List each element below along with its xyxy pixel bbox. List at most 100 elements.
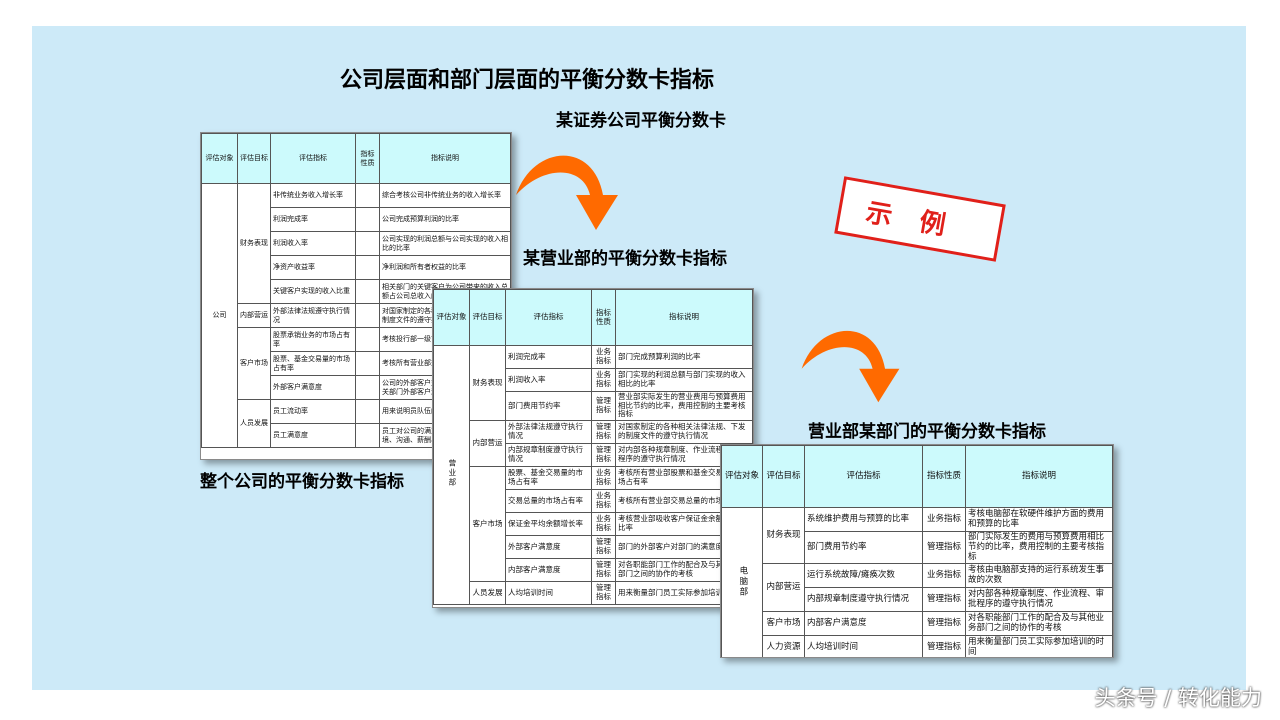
indicator-nature-cell: 业务指标	[922, 507, 966, 532]
indicator-cell: 股票承销业务的市场占有率	[270, 327, 356, 352]
indicator-nature-cell	[355, 279, 380, 304]
evaluation-goal-cell: 内部营运	[237, 303, 271, 328]
indicator-cell: 股票、基金交易量的市场占有率	[505, 465, 592, 490]
indicator-cell: 关键客户实现的收入比重	[270, 279, 356, 304]
indicator-cell: 外部法律法规遵守执行情况	[270, 303, 356, 328]
indicator-description-cell: 部门实现的利润总额与部门实现的收入相比的比率	[615, 368, 753, 392]
indicator-cell: 系统维护费用与预算的比率	[804, 507, 923, 532]
table-row: 电脑部财务表现系统维护费用与预算的比率业务指标考核电脑部在软硬件维护方面的费用和…	[721, 506, 1113, 657]
indicator-nature-cell: 业务指标	[591, 511, 616, 536]
indicator-cell: 交易总量的市场占有率	[505, 488, 592, 513]
evaluation-goal-cell: 人员发展	[237, 399, 271, 448]
indicator-cell: 部门费用节约率	[804, 530, 923, 565]
evaluation-goal-cell: 内部营运	[762, 563, 805, 613]
header-cell: 评估指标	[270, 133, 356, 184]
evaluation-object-text: 电脑部	[737, 566, 748, 598]
evaluation-object-text: 公司	[212, 311, 227, 320]
indicator-cell: 运行系统故障/瘫痪次数	[804, 563, 923, 589]
header-cell: 指标说明	[615, 289, 753, 346]
header-cell: 评估对象	[721, 445, 763, 508]
table-row: 客户市场股票、基金交易量的市场占有率业务指标考核所有营业部股票和基金交易量的市场…	[434, 465, 753, 582]
indicator-description-cell: 对国家制定的各种相关法律法规、下发的制度文件的遵守执行情况	[615, 419, 753, 444]
indicator-nature-cell: 业务指标	[922, 563, 966, 589]
indicator-cell: 部门费用节约率	[505, 391, 592, 421]
indicator-description-cell: 对内部各种规章制度、作业流程、审批程序的遵守执行情况	[965, 587, 1113, 613]
header-cell: 评估指标	[804, 445, 923, 508]
label-company-card: 整个公司的平衡分数卡指标	[200, 472, 404, 492]
evaluation-goal-cell: 客户市场	[469, 465, 506, 582]
curved-arrow-icon	[516, 155, 618, 230]
indicator-nature-cell	[355, 303, 380, 328]
evaluation-object-cell: 电脑部	[721, 506, 763, 657]
branch-card-table: 评估对象 评估目标 评估指标 指标性质 指标说明 营业部财务表现利润完成率业务指…	[433, 289, 753, 605]
label-securities-card: 某证券公司平衡分数卡	[556, 111, 726, 131]
indicator-cell: 利润收入率	[505, 368, 592, 392]
indicator-description-cell: 用来衡量部门员工实际参加培训的时间	[965, 635, 1113, 657]
indicator-description-cell: 综合考核公司非传统业务的收入增长率	[379, 183, 511, 208]
dept-card-table: 评估对象 评估目标 评估指标 指标性质 指标说明 电脑部财务表现系统维护费用与预…	[721, 445, 1113, 657]
indicator-cell: 内部规章制度遵守执行情况	[804, 587, 923, 613]
indicator-nature-cell	[355, 183, 380, 208]
table-row: 内部营运外部法律法规遵守执行情况管理指标对国家制定的各种相关法律法规、下发的制度…	[434, 419, 753, 467]
indicator-nature-cell: 管理指标	[591, 534, 616, 559]
indicator-nature-cell: 管理指标	[591, 442, 616, 467]
evaluation-object-cell: 营业部	[433, 345, 470, 605]
table-row: 内部规章制度遵守执行情况管理指标对内部各种规章制度、作业流程、审批程序的遵守执行…	[722, 587, 1113, 613]
indicator-cell: 外部法律法规遵守执行情况	[505, 419, 592, 444]
indicator-nature-cell: 管理指标	[591, 419, 616, 444]
indicator-cell: 外部客户满意度	[505, 534, 592, 559]
header-cell: 指标性质	[591, 289, 616, 346]
header-cell: 指标说明	[379, 133, 511, 184]
indicator-description-cell: 公司实现的利润总额与公司实现的收入相比的比率	[379, 231, 511, 256]
table-row: 净资产收益率净利润和所有者权益的比率	[202, 255, 511, 280]
indicator-cell: 利润完成率	[270, 207, 356, 232]
indicator-nature-cell	[355, 423, 380, 448]
indicator-nature-cell: 业务指标	[591, 465, 616, 490]
indicator-description-cell: 部门实际发生的费用与预算费用相比节约的比率，费用控制的主要考核指标	[965, 530, 1113, 565]
indicator-cell: 内部规章制度遵守执行情况	[505, 442, 592, 467]
indicator-cell: 利润完成率	[505, 345, 592, 369]
label-dept-card: 营业部某部门的平衡分数卡指标	[808, 422, 1046, 442]
indicator-nature-cell	[355, 375, 380, 400]
header-cell: 评估目标	[469, 289, 506, 346]
evaluation-goal-cell: 财务表现	[762, 506, 805, 565]
indicator-nature-cell	[355, 351, 380, 376]
indicator-nature-cell: 管理指标	[922, 611, 966, 637]
indicator-nature-cell	[355, 327, 380, 352]
evaluation-goal-cell: 财务表现	[469, 345, 506, 421]
table-row: 公司财务表现 非传统业务收入增长率综合考核公司非传统业务的收入增长率	[201, 183, 511, 448]
indicator-cell: 员工满意度	[270, 423, 356, 448]
table-row: 营业部财务表现利润完成率业务指标部门完成预算利润的比率	[433, 345, 753, 605]
table-row: 客户市场内部客户满意度管理指标对各职能部门工作的配合及与其他业务部门之间的协作的…	[722, 611, 1113, 637]
table-row: 部门费用节约率管理指标部门实际发生的费用与预算费用相比节约的比率，费用控制的主要…	[722, 530, 1113, 565]
header-cell: 评估目标	[237, 133, 271, 184]
indicator-nature-cell: 业务指标	[591, 488, 616, 513]
indicator-cell: 非传统业务收入增长率	[270, 183, 356, 208]
slide-title: 公司层面和部门层面的平衡分数卡指标	[340, 68, 715, 93]
header-cell: 评估对象	[433, 289, 470, 346]
evaluation-goal-cell: 客户市场	[237, 327, 271, 400]
evaluation-goal-cell: 人力资源	[762, 635, 805, 657]
indicator-cell: 保证金平均余额增长率	[505, 511, 592, 536]
indicator-nature-cell: 管理指标	[922, 635, 966, 657]
header-cell: 评估指标	[505, 289, 592, 346]
indicator-cell: 员工流动率	[270, 399, 356, 424]
evaluation-object-cell: 公司	[201, 183, 238, 448]
indicator-description-cell: 对各职能部门工作的配合及与其他业务部门之间的协作的考核	[965, 611, 1113, 637]
indicator-description-cell: 考核由电脑部支持的运行系统发生事故的次数	[965, 563, 1113, 589]
evaluation-goal-cell: 客户市场	[762, 611, 805, 637]
indicator-nature-cell: 业务指标	[591, 345, 616, 369]
indicator-cell: 人均培训时间	[505, 580, 592, 605]
indicator-nature-cell: 管理指标	[591, 391, 616, 421]
header-cell: 指标性质	[922, 445, 966, 508]
indicator-nature-cell: 管理指标	[922, 530, 966, 565]
indicator-nature-cell: 管理指标	[922, 587, 966, 613]
indicator-nature-cell	[355, 207, 380, 232]
indicator-cell: 利润收入率	[270, 231, 356, 256]
indicator-description-cell: 考核电脑部在软硬件维护方面的费用和预算的比率	[965, 507, 1113, 532]
curved-arrow-icon	[801, 330, 900, 403]
header-cell: 指标性质	[355, 133, 380, 184]
table-row: 内部营运运行系统故障/瘫痪次数业务指标考核由电脑部支持的运行系统发生事故的次数	[722, 563, 1113, 613]
indicator-nature-cell	[355, 255, 380, 280]
indicator-nature-cell: 业务指标	[591, 368, 616, 392]
